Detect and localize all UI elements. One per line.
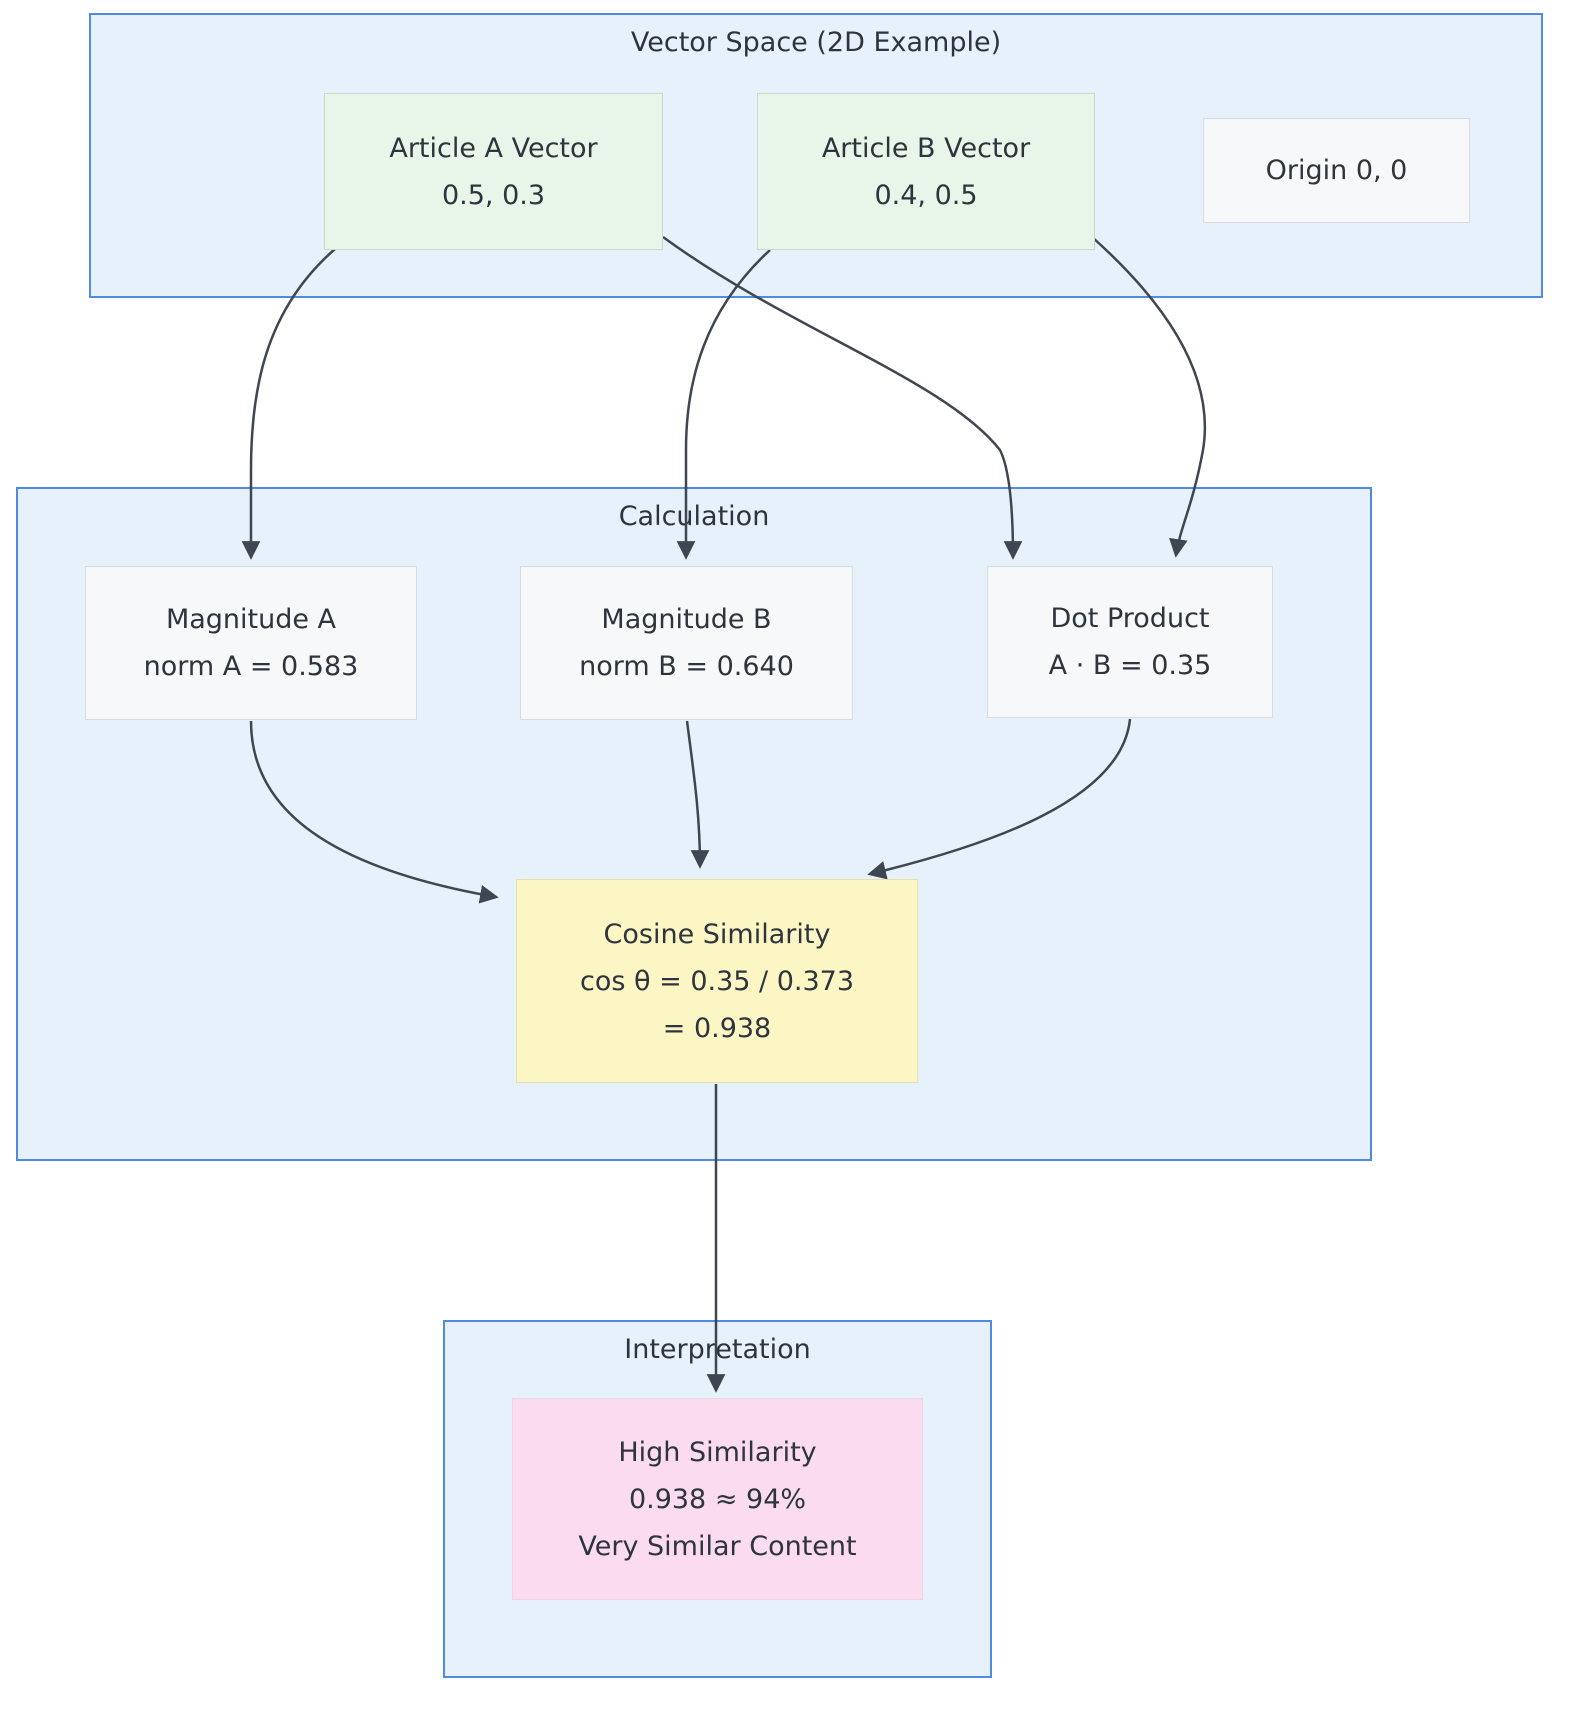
node-dot-product-value: A · B = 0.35 <box>1048 650 1212 681</box>
node-high-similarity-value: 0.938 ≈ 94% <box>628 1483 807 1515</box>
node-high-similarity: High Similarity 0.938 ≈ 94% Very Similar… <box>512 1398 923 1600</box>
node-dot-product-title: Dot Product <box>1050 603 1210 634</box>
node-article-a-vector: Article A Vector 0.5, 0.3 <box>324 93 663 250</box>
node-article-b-title: Article B Vector <box>821 132 1031 164</box>
node-cosine-result: = 0.938 <box>662 1012 772 1044</box>
node-magnitude-a-value: norm A = 0.583 <box>143 651 359 682</box>
node-article-a-title: Article A Vector <box>389 132 598 164</box>
node-origin: Origin 0, 0 <box>1203 118 1470 223</box>
node-article-b-vector: Article B Vector 0.4, 0.5 <box>757 93 1095 250</box>
cluster-label-interpretation: Interpretation <box>624 1334 811 1365</box>
node-article-b-value: 0.4, 0.5 <box>874 179 978 211</box>
node-magnitude-b: Magnitude B norm B = 0.640 <box>520 566 853 720</box>
node-cosine-title: Cosine Similarity <box>603 918 831 950</box>
node-article-a-value: 0.5, 0.3 <box>441 179 546 211</box>
node-cosine-similarity: Cosine Similarity cos θ = 0.35 / 0.373 =… <box>516 879 918 1083</box>
node-dot-product: Dot Product A · B = 0.35 <box>987 566 1273 718</box>
node-high-similarity-title: High Similarity <box>618 1436 817 1468</box>
node-origin-title: Origin 0, 0 <box>1265 155 1408 186</box>
cluster-label-vector-space: Vector Space (2D Example) <box>630 27 1002 58</box>
node-cosine-formula: cos θ = 0.35 / 0.373 <box>580 965 854 997</box>
node-magnitude-a-title: Magnitude A <box>165 604 337 635</box>
node-magnitude-b-value: norm B = 0.640 <box>579 651 794 682</box>
node-high-similarity-note: Very Similar Content <box>578 1530 857 1562</box>
node-magnitude-b-title: Magnitude B <box>601 604 772 635</box>
cluster-label-calculation: Calculation <box>618 501 770 532</box>
node-magnitude-a: Magnitude A norm A = 0.583 <box>85 566 417 720</box>
